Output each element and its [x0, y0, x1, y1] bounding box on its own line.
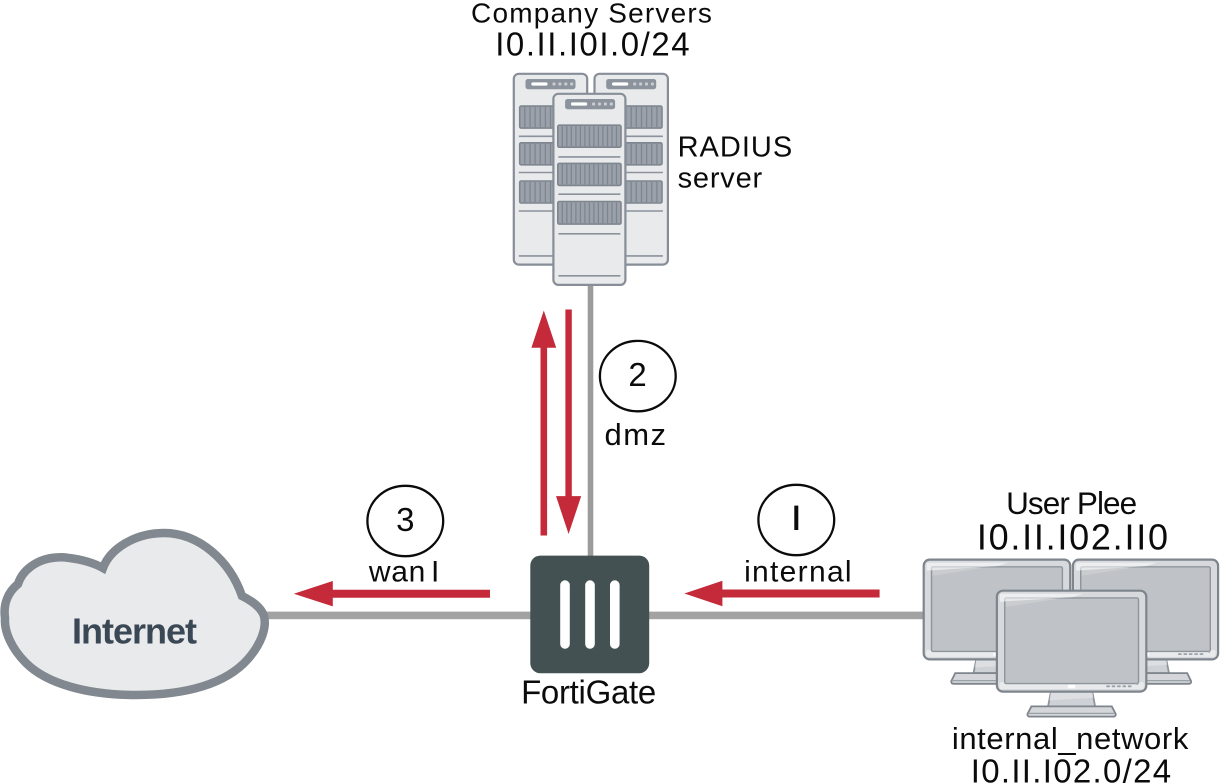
- svg-text:I0.II.I02.0/24: I0.II.I02.0/24: [971, 753, 1173, 784]
- svg-text:RADIUS: RADIUS: [678, 132, 794, 164]
- svg-text:Company Servers: Company Servers: [471, 0, 713, 28]
- svg-text:internal: internal: [744, 555, 853, 588]
- svg-text:internal_network: internal_network: [952, 721, 1189, 756]
- svg-text:I0.II.I02.II0: I0.II.I02.II0: [977, 516, 1170, 557]
- svg-text:FortiGate: FortiGate: [521, 674, 656, 711]
- svg-text:Internet: Internet: [72, 611, 197, 652]
- svg-text:I0.II.I0I.0/24: I0.II.I0I.0/24: [495, 25, 691, 62]
- svg-text:User Plee: User Plee: [1006, 485, 1137, 521]
- svg-text:server: server: [678, 163, 763, 195]
- svg-text:dmz: dmz: [604, 417, 667, 452]
- svg-text:2: 2: [628, 356, 646, 393]
- svg-text:3: 3: [396, 501, 414, 538]
